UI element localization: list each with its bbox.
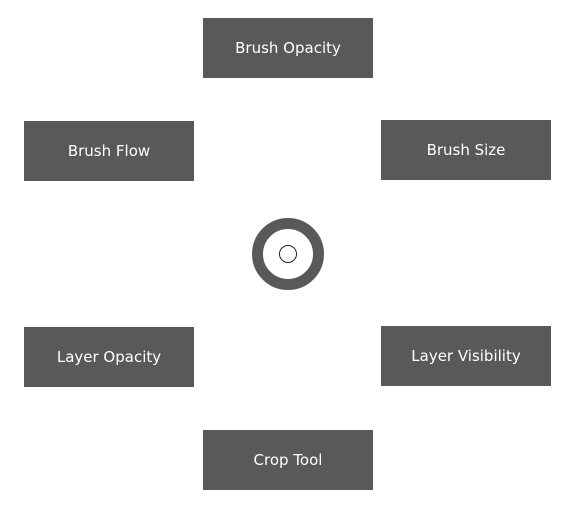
brush-size-label: Brush Size xyxy=(426,141,506,159)
layer-visibility-button[interactable]: Layer Visibility xyxy=(381,326,551,386)
brush-flow-label: Brush Flow xyxy=(67,142,151,160)
brush-opacity-label: Brush Opacity xyxy=(235,39,341,57)
brush-size-button[interactable]: Brush Size xyxy=(381,120,551,180)
layer-opacity-label: Layer Opacity xyxy=(56,348,162,366)
crop-tool-label: Crop Tool xyxy=(253,451,323,469)
brush-flow-button[interactable]: Brush Flow xyxy=(24,121,194,181)
layer-opacity-button[interactable]: Layer Opacity xyxy=(24,327,194,387)
brush-opacity-button[interactable]: Brush Opacity xyxy=(203,18,373,78)
crop-tool-button[interactable]: Crop Tool xyxy=(203,430,373,490)
layer-visibility-label: Layer Visibility xyxy=(411,347,521,365)
cursor-position-icon xyxy=(279,245,297,263)
